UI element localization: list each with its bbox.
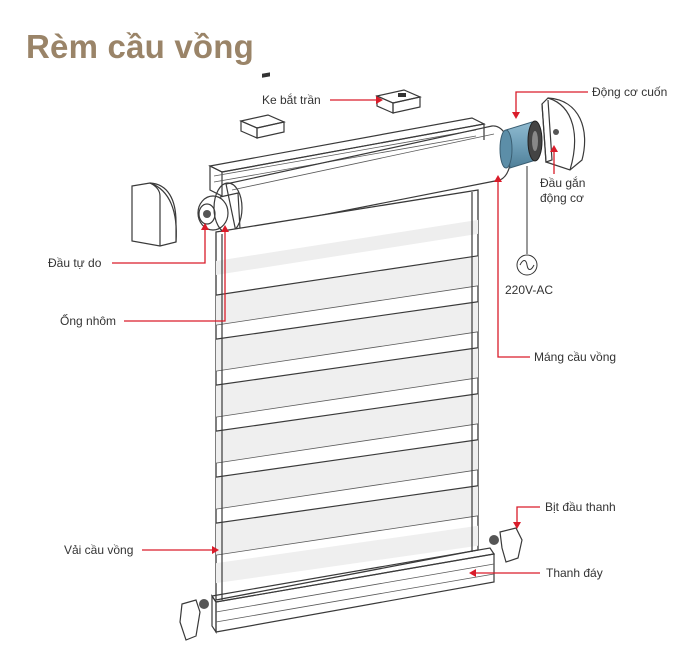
bottom-end-cap-right — [489, 527, 523, 563]
label-dau-gan-dong-co-line1: Đầu gắn — [540, 175, 585, 190]
motor — [499, 120, 543, 169]
label-voltage: 220V-AC — [505, 283, 553, 297]
page-title: Rèm cầu vồng — [26, 28, 254, 65]
ceiling-bracket-left — [239, 72, 286, 139]
label-thanh-day: Thanh đáy — [546, 566, 603, 580]
ceiling-bracket-right — [375, 89, 422, 114]
label-bit-dau-thanh: Bịt đầu thanh — [545, 500, 616, 514]
label-ong-nhom: Ống nhôm — [60, 313, 116, 328]
left-end-bracket — [131, 182, 177, 247]
motor-bracket — [541, 97, 586, 171]
label-vai-cau-vong: Vải cầu vồng — [64, 543, 133, 557]
leader-lines — [112, 91, 588, 577]
label-ke-bat-tran: Ke bắt trần — [262, 92, 321, 107]
bottom-bar — [210, 547, 496, 634]
zebra-fabric — [215, 189, 479, 601]
label-dau-gan-dong-co-line2: động cơ — [540, 191, 584, 205]
power-supply-symbol — [516, 166, 538, 276]
label-mang-cau-vong: Máng cầu vồng — [534, 350, 616, 364]
label-dau-tu-do: Đầu tự do — [48, 256, 102, 270]
label-dong-co-cuon: Động cơ cuốn — [592, 85, 667, 99]
headrail — [208, 117, 486, 197]
bottom-end-cap-left — [179, 599, 209, 641]
